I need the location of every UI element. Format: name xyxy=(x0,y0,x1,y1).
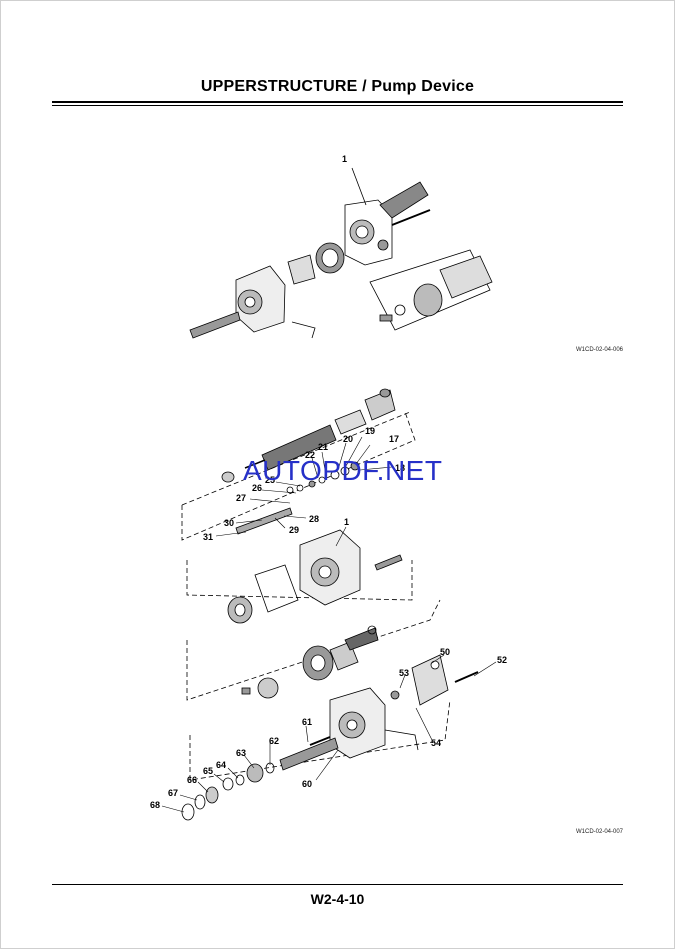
callout-21: 21 xyxy=(318,442,328,452)
callout-1-fig1: 1 xyxy=(342,154,347,164)
callout-18: 18 xyxy=(395,463,405,473)
callout-67: 67 xyxy=(168,788,178,798)
title-rule-thin xyxy=(52,105,623,106)
callout-50: 50 xyxy=(440,647,450,657)
callout-31: 31 xyxy=(203,532,213,542)
callout-20: 20 xyxy=(343,434,353,444)
callout-65: 65 xyxy=(203,766,213,776)
figure-1-code: W1CD-02-04-006 xyxy=(576,347,624,353)
footer-rule xyxy=(52,884,623,885)
title-rule-thick xyxy=(52,101,623,103)
callout-30: 30 xyxy=(224,518,234,528)
callout-19: 19 xyxy=(365,426,375,436)
callout-52: 52 xyxy=(497,655,507,665)
callout-54: 54 xyxy=(431,738,441,748)
callout-60: 60 xyxy=(302,779,312,789)
callout-25: 25 xyxy=(265,475,275,485)
callout-53: 53 xyxy=(399,668,409,678)
callout-22: 22 xyxy=(305,450,315,460)
callout-26: 26 xyxy=(252,483,262,493)
callout-29: 29 xyxy=(289,525,299,535)
figure-2-code: W1CD-02-04-007 xyxy=(576,829,624,835)
callout-61: 61 xyxy=(302,717,312,727)
callout-27: 27 xyxy=(236,493,246,503)
watermark-text: AUTOPDF.NET xyxy=(243,455,443,486)
callout-62: 62 xyxy=(269,736,279,746)
callout-1-fig2: 1 xyxy=(344,517,349,527)
page-number: W2-4-10 xyxy=(310,891,365,907)
callout-17: 17 xyxy=(389,434,399,444)
callout-28: 28 xyxy=(309,514,319,524)
callout-63: 63 xyxy=(236,748,246,758)
callout-68: 68 xyxy=(150,800,160,810)
callout-66: 66 xyxy=(187,775,197,785)
callout-64: 64 xyxy=(216,760,226,770)
page-title: UPPERSTRUCTURE / Pump Device xyxy=(200,78,475,95)
